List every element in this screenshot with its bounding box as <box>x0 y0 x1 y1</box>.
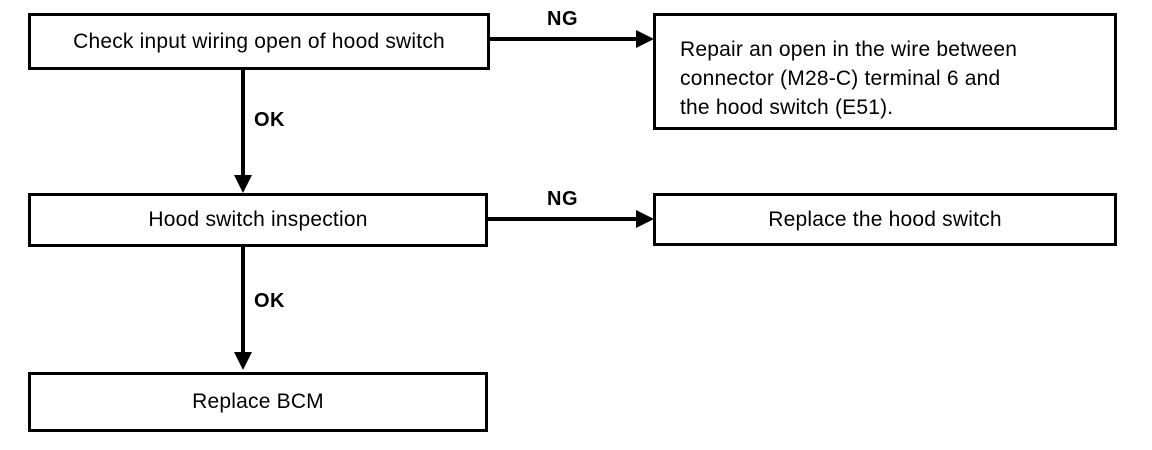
edge-inspection-to-bcm-label: OK <box>254 290 285 312</box>
edge-inspection-to-replace-label: NG <box>547 188 578 210</box>
node-replace-bcm: Replace BCM <box>28 372 488 432</box>
node-check-input-wiring: Check input wiring open of hood switch <box>28 13 490 70</box>
edge-check-to-repair-label: NG <box>547 8 578 30</box>
node-check-input-wiring-label: Check input wiring open of hood switch <box>73 29 445 53</box>
edge-check-to-inspection-line <box>241 69 245 177</box>
node-replace-bcm-label: Replace BCM <box>192 390 324 413</box>
node-repair-open-wire-line3: the hood switch (E51). <box>680 96 894 119</box>
node-repair-open-wire: Repair an open in the wire between conne… <box>653 13 1117 130</box>
edge-check-to-repair-arrowhead-icon <box>636 30 654 48</box>
node-replace-hood-switch: Replace the hood switch <box>653 193 1117 246</box>
node-hood-switch-inspection-label: Hood switch inspection <box>148 208 368 231</box>
edge-check-to-inspection-arrowhead-icon <box>234 175 252 193</box>
edge-inspection-to-bcm-line <box>241 246 245 354</box>
edge-inspection-to-replace-arrowhead-icon <box>636 210 654 228</box>
node-repair-open-wire-line1: Repair an open in the wire between <box>680 38 1018 61</box>
edge-inspection-to-bcm-arrowhead-icon <box>234 352 252 370</box>
edge-inspection-to-replace-line <box>488 217 638 221</box>
node-replace-hood-switch-label: Replace the hood switch <box>768 207 1002 231</box>
edge-check-to-inspection-label: OK <box>254 109 285 131</box>
edge-check-to-repair-line <box>490 37 638 41</box>
node-repair-open-wire-line2: connector (M28-C) terminal 6 and <box>680 67 1001 90</box>
node-hood-switch-inspection: Hood switch inspection <box>28 193 488 247</box>
